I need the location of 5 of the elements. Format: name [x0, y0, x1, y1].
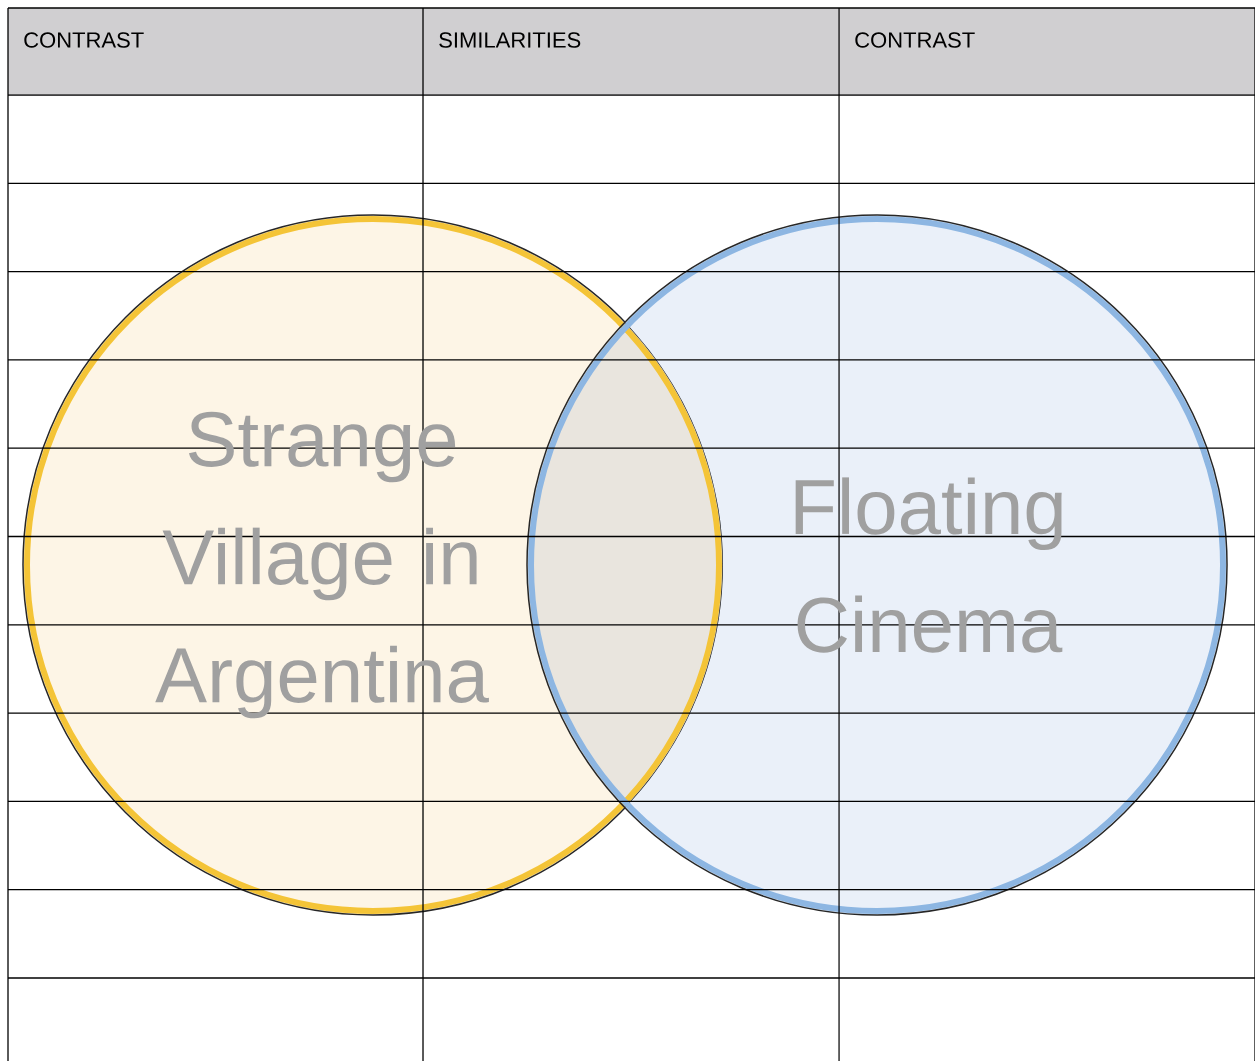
column-heading: SIMILARITIES [439, 32, 581, 48]
column-heading: CONTRAST [855, 32, 975, 48]
column-heading: CONTRAST [24, 32, 144, 48]
venn-circle [22, 214, 724, 916]
venn-circle [526, 214, 1228, 916]
